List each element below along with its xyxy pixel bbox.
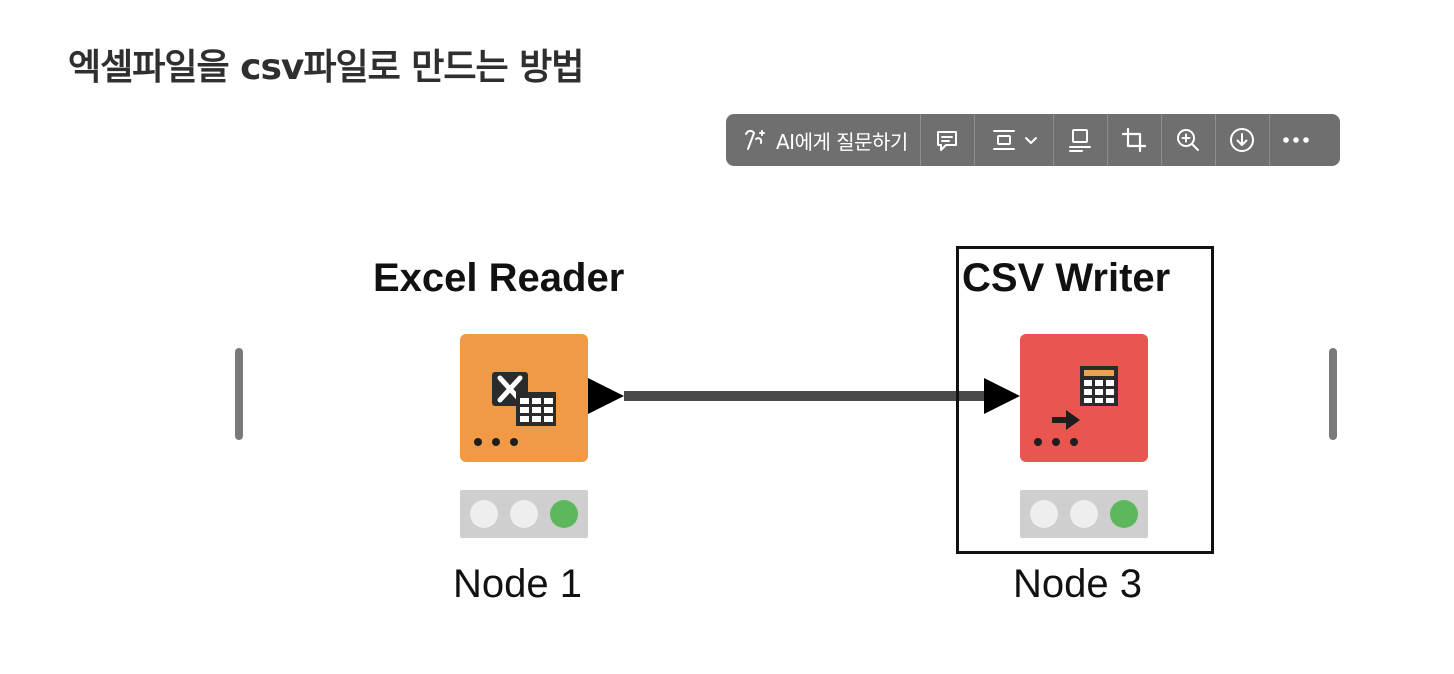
status-led-red	[1030, 500, 1058, 528]
resize-handle-right[interactable]	[1329, 348, 1337, 440]
crop-button[interactable]	[1108, 114, 1162, 166]
more-button[interactable]	[1270, 114, 1322, 166]
download-button[interactable]	[1216, 114, 1270, 166]
excel-reader-icon	[490, 370, 560, 434]
align-center-icon	[990, 126, 1018, 154]
ask-ai-label: AI에게 질문하기	[776, 129, 908, 154]
node-name-3: Node 3	[1013, 562, 1142, 606]
node-options-icon	[1032, 434, 1082, 453]
resize-handle-left[interactable]	[235, 348, 243, 440]
node-name-1: Node 1	[453, 562, 582, 606]
ask-ai-button[interactable]: AI에게 질문하기	[726, 114, 921, 166]
comment-button[interactable]	[921, 114, 975, 166]
comment-icon	[933, 126, 961, 154]
image-toolbar: AI에게 질문하기	[726, 114, 1340, 166]
download-icon	[1228, 126, 1256, 154]
csv-writer-icon	[1048, 364, 1120, 438]
excel-reader-node[interactable]	[460, 334, 588, 462]
output-port-arrow	[588, 378, 624, 414]
status-led-green	[1110, 500, 1138, 528]
page-title: 엑셀파일을 csv파일로 만드는 방법	[68, 47, 584, 88]
status-led-yellow	[1070, 500, 1098, 528]
chevron-down-icon	[1024, 133, 1038, 147]
zoom-button[interactable]	[1162, 114, 1216, 166]
align-button[interactable]	[975, 114, 1054, 166]
node-3-status-bar	[1020, 490, 1148, 538]
node-options-icon	[472, 434, 522, 453]
status-led-yellow	[510, 500, 538, 528]
status-led-green	[550, 500, 578, 528]
caption-button[interactable]	[1054, 114, 1108, 166]
node-label-excel-reader: Excel Reader	[373, 256, 625, 300]
crop-icon	[1120, 126, 1148, 154]
node-label-csv-writer: CSV Writer	[962, 256, 1171, 300]
zoom-in-icon	[1174, 126, 1202, 154]
node-selection-frame	[956, 246, 1214, 554]
caption-icon	[1066, 126, 1094, 154]
more-icon	[1281, 135, 1311, 145]
ai-sparkle-icon	[742, 127, 768, 153]
csv-writer-node[interactable]	[1020, 334, 1148, 462]
status-led-red	[470, 500, 498, 528]
node-1-status-bar	[460, 490, 588, 538]
